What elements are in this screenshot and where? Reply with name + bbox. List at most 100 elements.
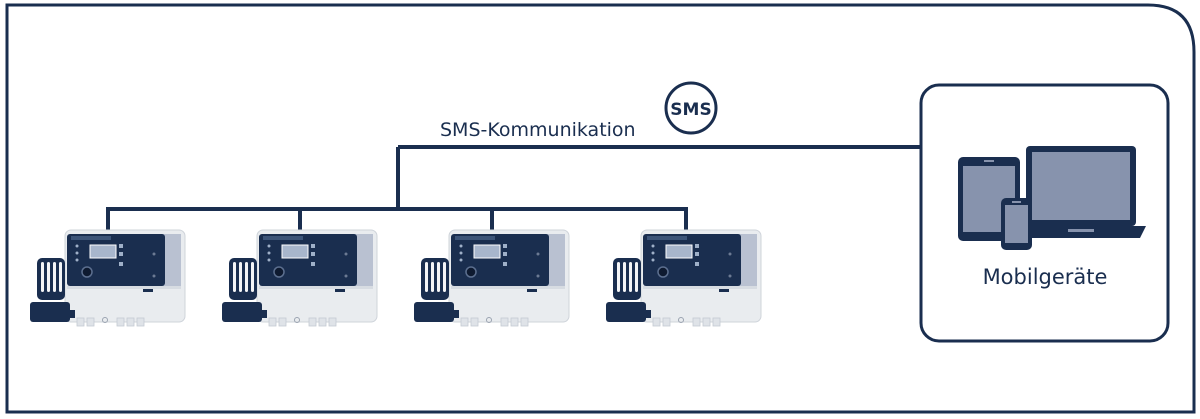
controller-screw <box>536 252 540 256</box>
controller-button <box>119 252 123 256</box>
controller-connector <box>116 317 125 327</box>
controller-button <box>695 262 699 266</box>
controller-indicator-light <box>267 244 271 248</box>
controller-indicator-light <box>459 244 463 248</box>
pump-rib <box>239 262 242 292</box>
controller-unit <box>222 229 378 327</box>
controller-connector <box>308 317 317 327</box>
controller-panel-stripe <box>71 236 111 240</box>
controller-button <box>695 244 699 248</box>
controller-screw <box>344 252 348 256</box>
controller-button <box>503 244 507 248</box>
pump-icon <box>30 258 75 322</box>
controller-indicator-light <box>459 258 463 262</box>
controller-button <box>695 252 699 256</box>
controller-panel-stripe <box>263 236 303 240</box>
pump-rib <box>59 262 62 292</box>
controller-display <box>281 244 309 259</box>
pump-rib <box>53 262 56 292</box>
laptop-icon <box>1016 146 1146 238</box>
controller-screw <box>152 252 156 256</box>
controller-panel-stripe <box>647 236 687 240</box>
controller-indicator-light <box>459 251 463 255</box>
pump-rib <box>443 262 446 292</box>
pump-rib <box>431 262 434 292</box>
controller-port <box>678 317 684 323</box>
controller-logo <box>143 289 153 292</box>
pump-icon <box>222 258 267 322</box>
controller-unit <box>606 229 762 327</box>
controller-connector <box>510 317 519 327</box>
controller-button <box>311 252 315 256</box>
controller-screw <box>344 274 348 278</box>
controller-button <box>503 252 507 256</box>
connection-lines <box>106 145 921 236</box>
controller-connector <box>76 317 85 327</box>
controller-connector <box>662 317 671 327</box>
controller-indicator-light <box>651 258 655 262</box>
controller-button <box>503 262 507 266</box>
sms-badge-text: SMS <box>670 100 711 120</box>
pump-outlet <box>449 310 459 318</box>
controller-button <box>311 244 315 248</box>
controller-screw <box>728 252 732 256</box>
controller-unit <box>30 229 186 327</box>
controller-connector <box>126 317 135 327</box>
controller-knob <box>657 266 669 278</box>
controller-indicator-light <box>651 244 655 248</box>
controller-units <box>30 229 762 327</box>
pump-rib <box>635 262 638 292</box>
controller-control-panel <box>451 234 549 286</box>
controller-connector <box>652 317 661 327</box>
controller-connector <box>136 317 145 327</box>
controller-divider <box>451 286 565 289</box>
sms-badge-icon: SMS <box>664 81 718 135</box>
pump-icon <box>414 258 459 322</box>
controller-connector <box>268 317 277 327</box>
pump-base <box>222 302 262 322</box>
pump-icon <box>606 258 651 322</box>
controller-connector <box>520 317 529 327</box>
pump-rib <box>437 262 440 292</box>
controller-knob <box>81 266 93 278</box>
controller-connector <box>712 317 721 327</box>
controller-connector <box>460 317 469 327</box>
controller-display <box>665 244 693 259</box>
controller-control-panel <box>643 234 741 286</box>
controller-connector <box>500 317 509 327</box>
controller-screw <box>152 274 156 278</box>
controller-port <box>486 317 492 323</box>
sms-communication-label: SMS-Kommunikation <box>440 119 636 141</box>
outer-frame <box>5 3 1196 414</box>
controller-indicator-light <box>267 251 271 255</box>
pump-outlet <box>641 310 651 318</box>
controller-indicator-light <box>75 251 79 255</box>
controller-divider <box>67 286 181 289</box>
controller-logo <box>527 289 537 292</box>
mobile-devices-box: Mobilgeräte <box>919 83 1170 343</box>
controller-port <box>294 317 300 323</box>
pump-rib <box>629 262 632 292</box>
controller-connector <box>328 317 337 327</box>
pump-rib <box>425 262 428 292</box>
controller-screw <box>536 274 540 278</box>
pump-rib <box>245 262 248 292</box>
pump-rib <box>41 262 44 292</box>
controller-knob <box>465 266 477 278</box>
controller-display <box>473 244 501 259</box>
controller-connector <box>86 317 95 327</box>
controller-button <box>119 244 123 248</box>
controller-display <box>89 244 117 259</box>
controller-divider <box>259 286 373 289</box>
controller-port <box>102 317 108 323</box>
controller-button <box>119 262 123 266</box>
controller-connector <box>470 317 479 327</box>
pump-base <box>30 302 70 322</box>
controller-indicator-light <box>75 244 79 248</box>
controller-divider <box>643 286 757 289</box>
controller-screw <box>728 274 732 278</box>
controller-connector <box>318 317 327 327</box>
smartphone-icon <box>1001 198 1032 250</box>
pump-outlet <box>65 310 75 318</box>
